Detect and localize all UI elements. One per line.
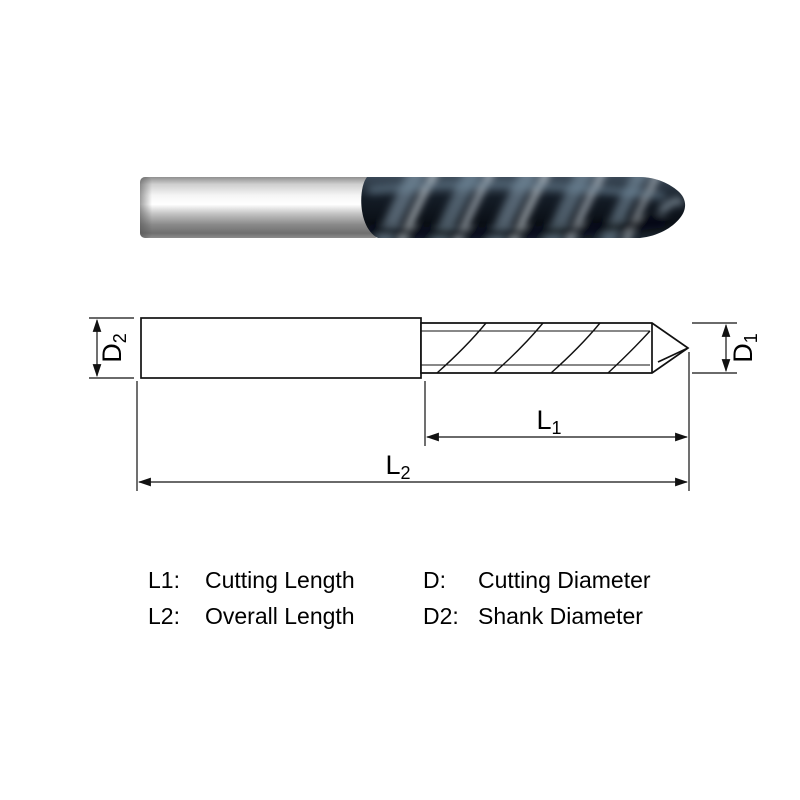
drawing-flute-helix-line [550,322,601,374]
dimension-labels: D2 D1 L1 L2 [97,333,761,483]
drawing-flute-helix-line [493,322,544,374]
legend-term-l2: L2: [148,603,180,629]
drill-photo [140,177,686,238]
legend-def-cutting-diameter: Cutting Diameter [478,567,651,593]
label-d2: D2 [97,333,130,363]
legend-def-shank-diameter: Shank Diameter [478,603,643,629]
label-l1: L1 [536,405,561,438]
label-d1: D1 [728,333,761,363]
legend-def-overall-length: Overall Length [205,603,355,629]
drill-photo-spiral-highlights [368,177,684,238]
drill-photo-shank [140,177,380,238]
legend: L1: Cutting Length D: Cutting Diameter L… [148,562,651,634]
legend-row-1: L1: Cutting Length D: Cutting Diameter [148,562,651,598]
legend-term-d2: D2: [423,603,459,629]
legend-term-d: D: [423,567,446,593]
drawing-flute-helix-line [436,322,487,374]
drill-drawing [140,317,690,379]
drawing-shank-outline [140,317,422,379]
drawing-flute-helix-line [607,330,651,374]
dimension-lines [89,317,737,491]
drawing-point-chisel-line [657,347,689,363]
drill-photo-shank-end-cap [140,177,152,238]
legend-def-cutting-length: Cutting Length [205,567,355,593]
label-l2: L2 [385,450,410,483]
legend-row-2: L2: Overall Length D2: Shank Diameter [148,598,651,634]
legend-term-l1: L1: [148,567,180,593]
